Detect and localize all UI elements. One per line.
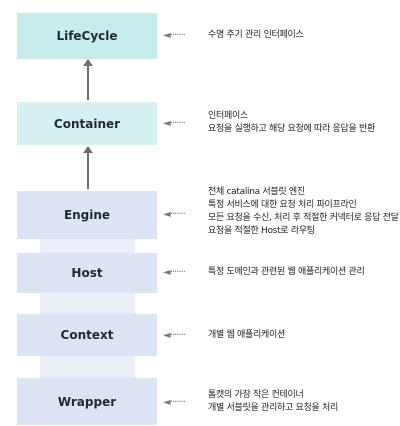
description-line: 개별 서블릿을 관리하고 요청을 처리: [208, 403, 338, 413]
engine-description: 전체 catalina 서블릿 엔진 특정 서비스에 대한 요청 처리 파이프라…: [208, 186, 399, 238]
lifecycle-label: LifeCycle: [56, 29, 118, 43]
context-label: Context: [60, 328, 114, 342]
description-line: 요청을 실행하고 해당 요청에 따라 응답을 반환: [208, 124, 375, 134]
lifecycle-box: LifeCycle: [17, 13, 157, 59]
container-label: Container: [53, 116, 121, 131]
container-box: Container: [17, 102, 157, 145]
host-box: Host: [17, 253, 157, 293]
host-description: 특정 도메인과 관련된 웹 애플리케이션 관리: [208, 266, 365, 279]
description-line: 모든 요청을 수신, 처리 후 적절한 커넥터로 응답 전달: [208, 213, 399, 223]
pointer-wrapper: ◄·······: [163, 397, 186, 408]
description-line: 인터페이스: [208, 111, 248, 121]
pointer-container: ◄·······: [163, 118, 186, 129]
host-label: Host: [71, 266, 103, 280]
wrapper-label: Wrapper: [57, 394, 117, 409]
arrow-engine-to-container: [83, 146, 93, 189]
wrapper-box: Wrapper: [17, 378, 157, 425]
connector-host-context: [40, 293, 135, 314]
description-line: 특정 서비스에 대한 요청 처리 파이프라인: [208, 200, 357, 210]
arrow-container-to-lifecycle: [83, 59, 93, 100]
description-line: 특정 도메인과 관련된 웹 애플리케이션 관리: [208, 267, 365, 277]
wrapper-description: 톰캣의 가장 작은 컨테이너 개별 서블릿을 관리하고 요청을 처리: [208, 389, 338, 415]
description-line: 개별 웹 애플리케이션: [208, 330, 285, 340]
lifecycle-description: 수명 주기 관리 인터페이스: [208, 29, 304, 42]
description-line: 톰캣의 가장 작은 컨테이너: [208, 390, 304, 400]
description-line: 요청을 적절한 Host로 라우팅: [208, 226, 315, 236]
engine-label: Engine: [63, 208, 111, 222]
pointer-host: ◄·······: [163, 267, 186, 278]
container-description: 인터페이스 요청을 실행하고 해당 요청에 따라 응답을 반환: [208, 110, 375, 136]
context-description: 개별 웹 애플리케이션: [208, 329, 285, 342]
pointer-engine: ◄·······: [163, 209, 186, 220]
pointer-context: ◄·······: [163, 330, 186, 341]
connector-engine-host: [40, 239, 135, 253]
description-line: 수명 주기 관리 인터페이스: [208, 30, 304, 40]
connector-context-wrapper: [40, 356, 135, 378]
pointer-lifecycle: ◄·······: [163, 30, 186, 41]
description-line: 전체 catalina 서블릿 엔진: [208, 187, 305, 197]
engine-box: Engine: [17, 191, 157, 239]
context-box: Context: [17, 314, 157, 356]
